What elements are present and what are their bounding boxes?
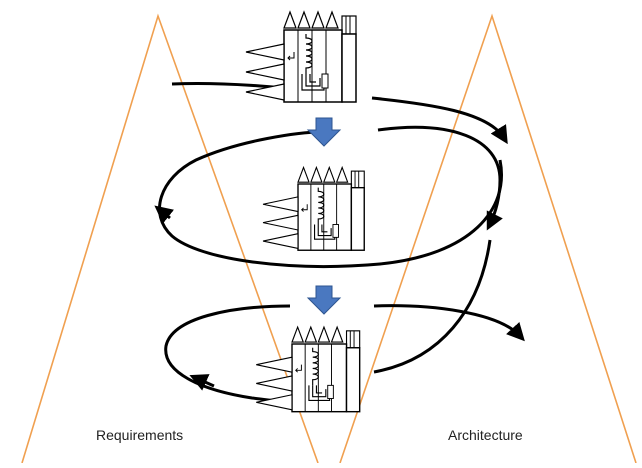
building-icon [255, 326, 361, 413]
architecture-label: Architecture [448, 427, 523, 443]
spiral-lower-right-arc [373, 304, 525, 342]
spiral-right-arc-arrow [377, 125, 503, 231]
requirements-triangle [21, 13, 319, 464]
down-arrow-2 [306, 285, 342, 315]
requirements-label: Requirements [96, 427, 184, 443]
spiral-descending-arc [373, 239, 492, 374]
spiral-lower-left-arc [164, 304, 291, 404]
building-icon [262, 166, 365, 251]
architecture-triangle [339, 13, 637, 464]
spiral-lower-left-arrowhead [189, 374, 215, 391]
down-arrow-1 [306, 117, 342, 147]
spiral-upper-loop [158, 130, 503, 268]
spiral-upper-left-arrowhead [154, 205, 175, 224]
spiral-upper-right-arc [371, 96, 508, 145]
building-icon [245, 11, 357, 103]
